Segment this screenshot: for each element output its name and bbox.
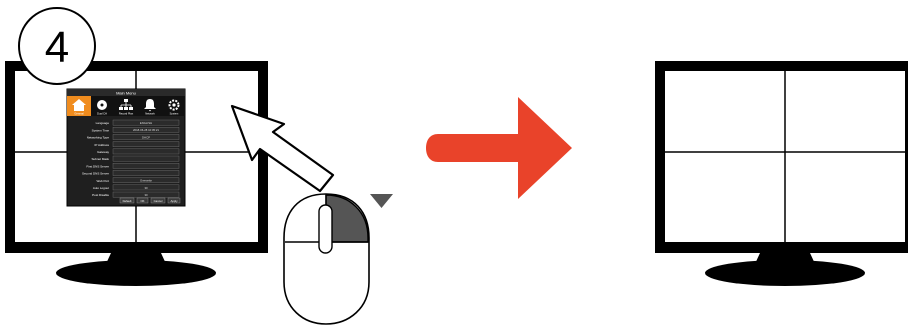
setting-label: Networking Type [87, 136, 110, 140]
setting-value: 2018-06-28 10:05:21 [133, 128, 159, 132]
setting-label: Subnet Mask [91, 157, 109, 161]
setting-label: Gateway [97, 150, 109, 154]
setting-label: IP Address [95, 143, 110, 147]
setting-value: 30 [144, 193, 148, 197]
right-arrow-icon [426, 97, 572, 199]
setting-label: Auto Logout [93, 186, 109, 190]
tab-system[interactable]: System [170, 112, 179, 116]
click-indicator-triangle-icon [370, 194, 393, 208]
setting-value: Overwrite [140, 179, 152, 183]
main-menu-dialog: Main Menu General Dual CH [67, 89, 185, 206]
setting-field[interactable] [113, 163, 179, 168]
dialog-button-label: Cancel [154, 199, 163, 203]
setting-field[interactable] [113, 142, 179, 147]
dialog-button-label: Apply [171, 199, 179, 203]
setting-field[interactable] [113, 156, 179, 161]
setting-label: Language [96, 121, 110, 125]
mouse-scroll-wheel[interactable] [319, 205, 332, 253]
setting-label: First DNS Server [86, 164, 109, 168]
setting-label: System Time [92, 128, 110, 132]
tab-general[interactable]: General [74, 112, 84, 116]
right-monitor-stand [705, 260, 865, 286]
setting-label: Post Disable [92, 193, 109, 197]
step-number: 4 [45, 23, 69, 72]
right-monitor [655, 61, 908, 286]
dialog-title: Main Menu [116, 91, 136, 96]
disc-icon [97, 100, 107, 110]
settings-list: Language ENGLISH System Time 2018-06-28 10:… [82, 120, 179, 197]
left-monitor-stand [56, 260, 216, 286]
setting-field[interactable] [113, 149, 179, 154]
tab-network[interactable]: Network [145, 112, 155, 116]
setting-value: ENGLISH [140, 121, 152, 125]
step-badge: 4 [19, 8, 95, 84]
setting-field[interactable] [113, 170, 179, 175]
setting-value: 30 [144, 186, 148, 190]
tab-record-plan[interactable]: Record Plan [119, 112, 134, 116]
setting-label: Second DNS Server [82, 172, 109, 176]
setting-value: DHCP [142, 135, 150, 139]
dialog-button-label: Default [123, 199, 132, 203]
tab-dual-ch[interactable]: Dual CH [97, 112, 107, 116]
computer-mouse [284, 194, 393, 324]
dialog-button-label: OK [140, 199, 144, 203]
setting-label: Web Port [97, 179, 110, 183]
